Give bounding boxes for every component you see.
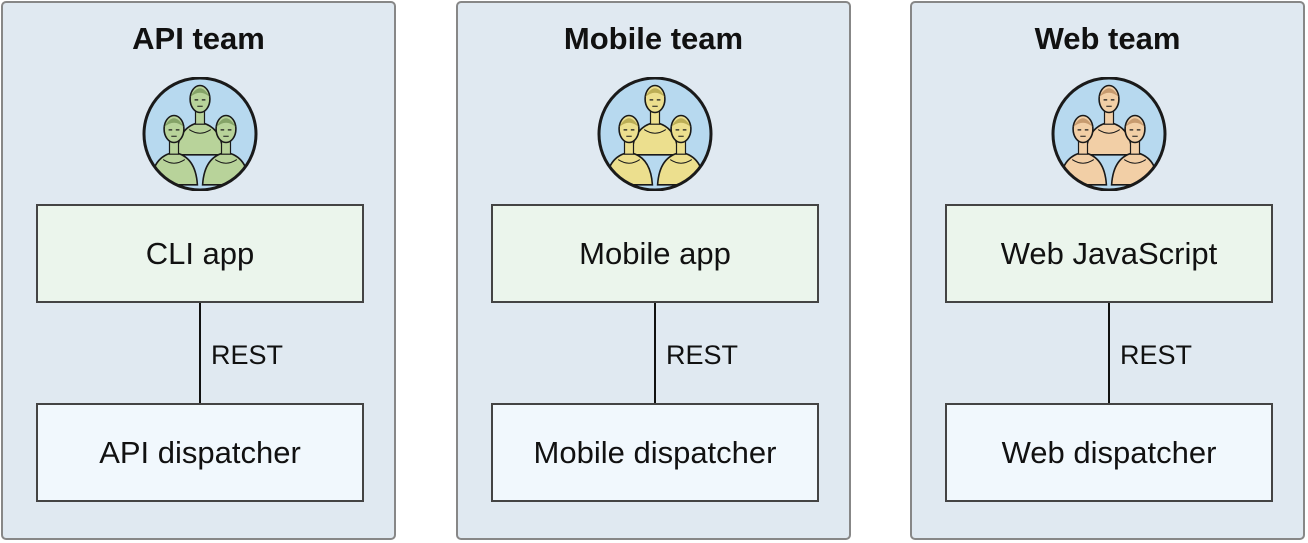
team-title: Mobile team	[563, 21, 744, 56]
connector-label: REST	[666, 340, 739, 370]
team-panel-api: API team CLI app REST API dispatcher	[1, 1, 396, 540]
app-label: Mobile app	[579, 235, 731, 271]
team-group-icon	[1051, 77, 1167, 191]
app-box: CLI app	[36, 204, 364, 303]
connector-line	[1108, 303, 1110, 403]
app-box: Web JavaScript	[945, 204, 1273, 303]
team-group-icon	[597, 77, 713, 191]
dispatcher-box: Mobile dispatcher	[491, 403, 819, 502]
app-label: CLI app	[145, 235, 255, 271]
connector-line	[199, 303, 201, 403]
dispatcher-box: API dispatcher	[36, 403, 364, 502]
dispatcher-label: Web dispatcher	[1001, 434, 1217, 470]
app-box: Mobile app	[491, 204, 819, 303]
connector-line	[654, 303, 656, 403]
app-label: Web JavaScript	[1000, 235, 1218, 271]
dispatcher-box: Web dispatcher	[945, 403, 1273, 502]
dispatcher-label: API dispatcher	[99, 434, 301, 470]
team-title: API team	[132, 21, 265, 56]
connector-label: REST	[211, 340, 284, 370]
team-panel-web: Web team Web JavaScript REST Web dispatc…	[910, 1, 1305, 540]
team-panel-mobile: Mobile team Mobile app REST Mobile dispa…	[456, 1, 851, 540]
dispatcher-label: Mobile dispatcher	[533, 434, 777, 470]
team-group-icon	[142, 77, 258, 191]
team-title: Web team	[1034, 21, 1181, 56]
connector-label: REST	[1120, 340, 1193, 370]
